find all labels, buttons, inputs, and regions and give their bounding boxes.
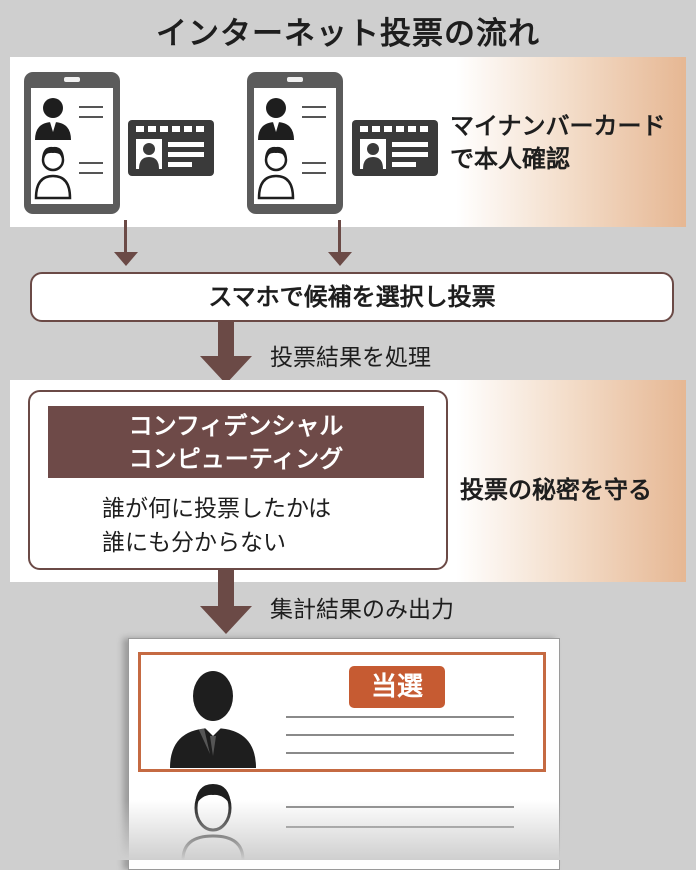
confidential-description: 誰が何に投票したかは 誰にも分からない [102,496,332,556]
elected-badge: 当選 [349,666,445,708]
secrecy-label: 投票の秘密を守る [460,476,652,504]
output-label: 集計結果のみ出力 [270,597,454,623]
arrow-down-icon [328,252,352,266]
arrow-down-icon [218,322,234,358]
arrow-down-icon [218,570,234,610]
confidential-computing-title: コンフィデンシャル コンピューティング [48,406,424,478]
id-card-icon [128,120,214,176]
text-line [286,752,514,754]
male-candidate-icon [170,671,256,768]
arrow-down-icon [114,252,138,266]
arrow-down-icon [124,220,127,254]
text-line [286,734,514,736]
bottom-fade [0,800,696,860]
arrow-down-icon [200,606,252,634]
identity-label: マイナンバーカード で本人確認 [450,112,666,173]
process-label: 投票結果を処理 [270,345,431,371]
candidates-icon [257,98,326,200]
vote-step-box: スマホで候補を選択し投票 [30,272,674,322]
winner-box [138,652,546,772]
candidates-icon [34,98,103,200]
arrow-down-icon [200,356,252,384]
smartphone-icon [24,72,120,214]
smartphone-icon [247,72,343,214]
text-line [286,716,514,718]
diagram-title: インターネット投票の流れ [156,16,540,52]
identity-panel [10,57,686,227]
id-card-icon [352,120,438,176]
arrow-down-icon [338,220,341,254]
